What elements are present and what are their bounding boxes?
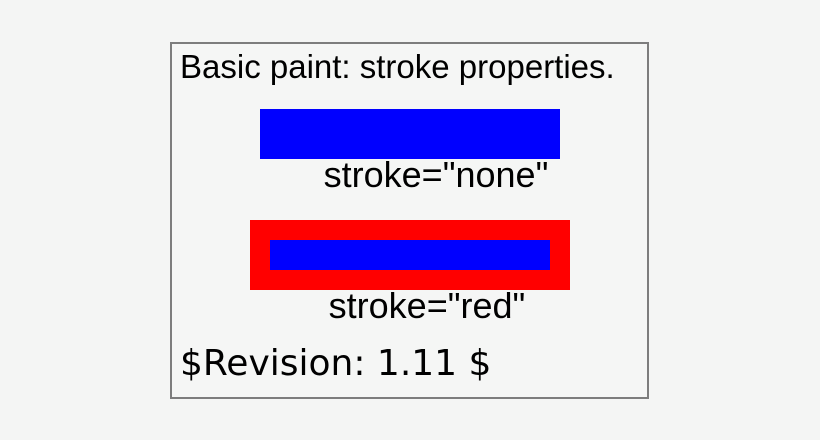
revision-text: $Revision: 1.11 $ bbox=[180, 343, 492, 384]
label-stroke-red: stroke="red" bbox=[328, 285, 526, 326]
test-title: Basic paint: stroke properties. bbox=[180, 48, 615, 85]
rect-stroke-none bbox=[260, 109, 560, 159]
test-frame: Basic paint: stroke properties. stroke="… bbox=[170, 42, 649, 399]
label-stroke-none: stroke="none" bbox=[323, 154, 549, 195]
rect-stroke-red bbox=[250, 220, 570, 290]
